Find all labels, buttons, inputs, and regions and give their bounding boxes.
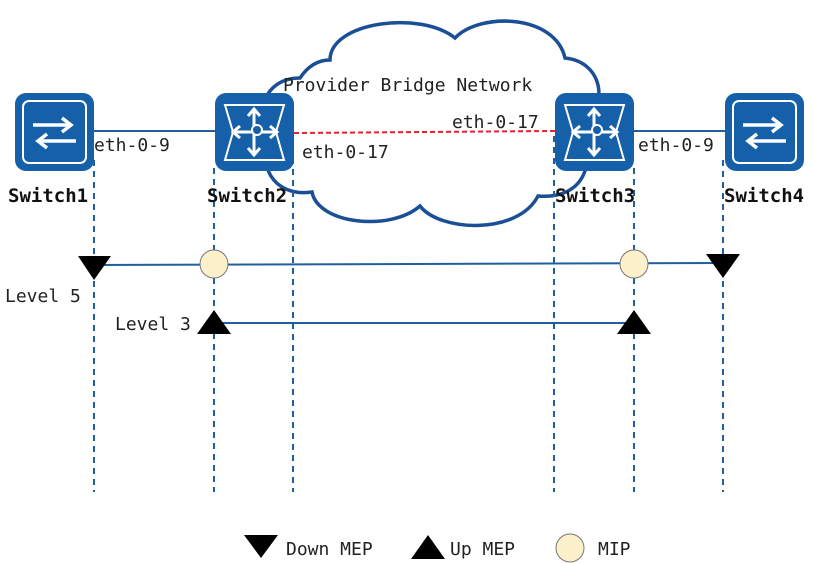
- legend-up-mep-icon: [411, 535, 445, 559]
- mip-switch3: [619, 249, 649, 279]
- switch3-label: Switch3: [555, 185, 635, 207]
- level5-line: [93, 262, 724, 266]
- legend-up-mep-label: Up MEP: [450, 539, 515, 560]
- link-sw2-sw3: [293, 130, 556, 134]
- cloud-label: Provider Bridge Network: [283, 75, 532, 96]
- switch4-label: Switch4: [724, 185, 804, 207]
- legend-down-mep-label: Down MEP: [286, 539, 373, 560]
- port-label-sw3: eth-0-17: [452, 112, 539, 133]
- level3-label: Level 3: [115, 314, 191, 335]
- up-mep-level3-right: [617, 310, 651, 334]
- mip-switch2: [199, 249, 229, 279]
- legend: Down MEP Up MEP MIP: [244, 533, 631, 563]
- level5-label: Level 5: [5, 286, 81, 307]
- switch4-icon[interactable]: [725, 93, 804, 171]
- switch3-icon[interactable]: [555, 93, 634, 171]
- port-dashed-lines: [93, 136, 724, 492]
- provider-cloud: [261, 19, 601, 228]
- legend-down-mep-icon: [244, 535, 278, 558]
- up-mep-level3-left: [197, 310, 231, 334]
- port-label-sw2: eth-0-17: [302, 142, 389, 163]
- legend-mip-label: MIP: [598, 539, 631, 560]
- switch1-icon[interactable]: [15, 93, 94, 171]
- legend-mip-icon: [555, 533, 585, 563]
- switch1-label: Switch1: [8, 185, 88, 207]
- port-label-sw4: eth-0-9: [638, 135, 714, 156]
- switch2-icon[interactable]: [215, 93, 294, 171]
- down-mep-level5-left: [78, 256, 111, 280]
- down-mep-level5-right: [706, 254, 740, 278]
- port-label-sw1: eth-0-9: [94, 135, 170, 156]
- switch2-label: Switch2: [207, 185, 287, 207]
